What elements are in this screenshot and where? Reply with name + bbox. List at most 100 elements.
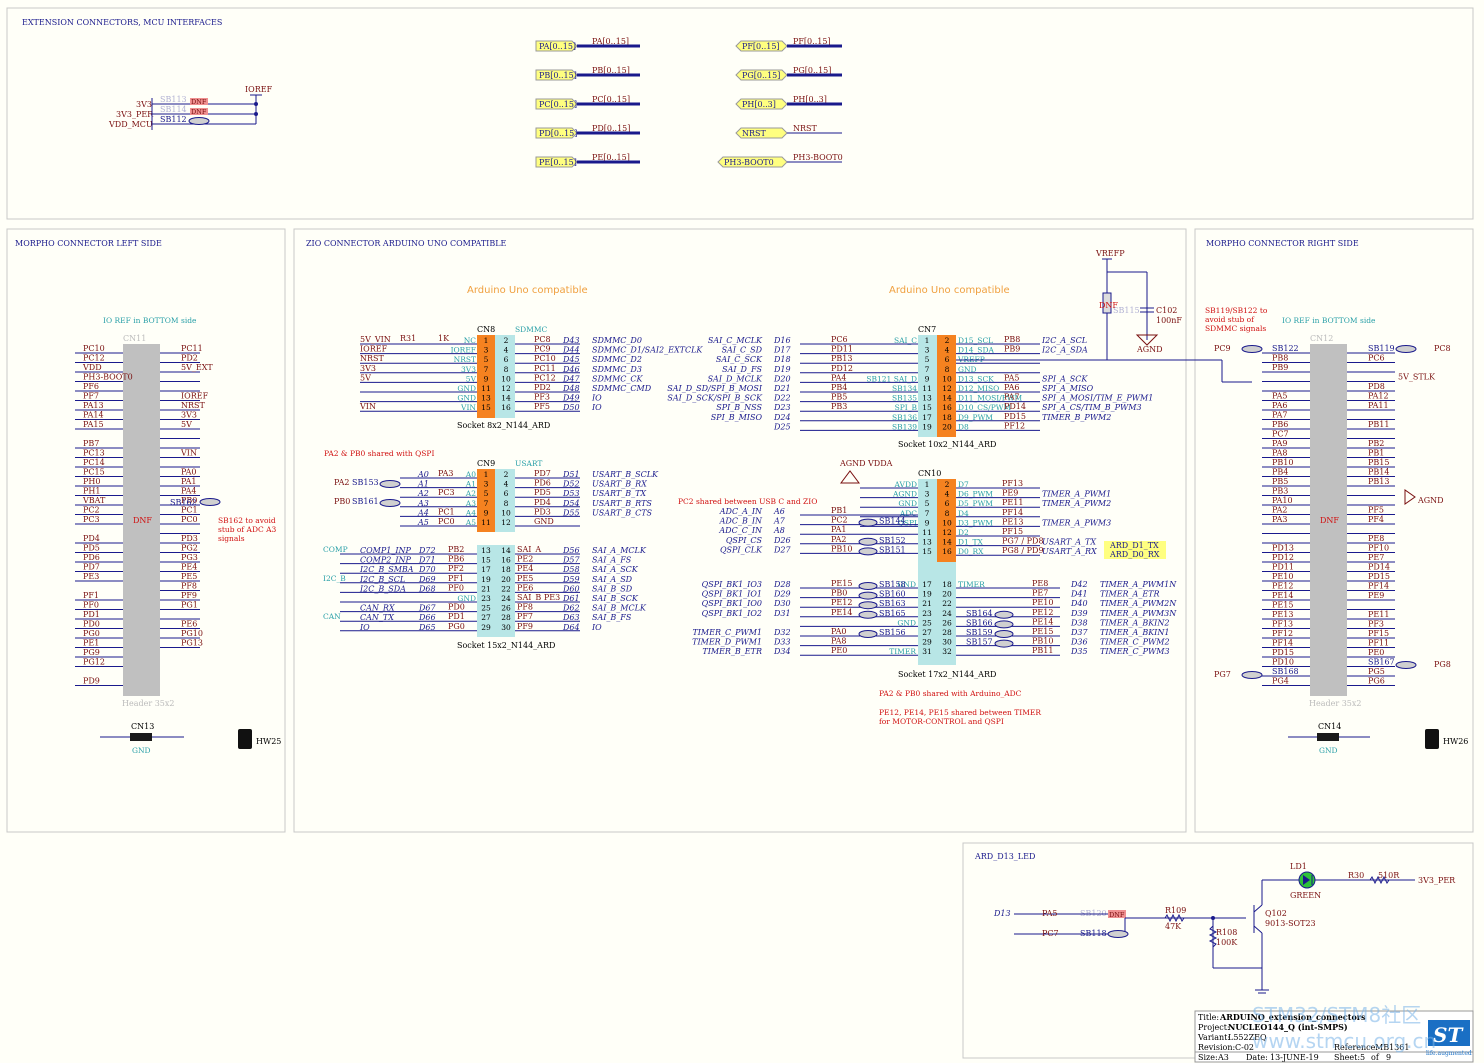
cn7-inner-left: SAI_C	[894, 336, 917, 345]
cn10-low-func-left: QSPI_BK1_IO3	[702, 580, 762, 589]
cn8-dnum: D49	[562, 394, 580, 403]
cn9-dnum: D53	[562, 489, 580, 498]
cn10-low-func-right: TIMER_A_PWM1N	[1100, 580, 1177, 589]
cn12-right-net: PB1	[1368, 449, 1384, 458]
cn8-ext-left: 5V_VIN	[360, 335, 391, 344]
cn9-pin-odd: 19	[481, 575, 491, 584]
cn12-right-net: SB167	[1368, 658, 1395, 667]
cn7-pin-odd: 13	[922, 394, 932, 403]
led-q102-part: 9013-SOT23	[1265, 919, 1316, 928]
cn9-low-func: I2C_B_SMBA	[359, 565, 414, 574]
cn10-a-left: A8	[773, 526, 785, 535]
cn8-ext-left: 3V3	[360, 364, 376, 373]
cn9-low-r-func: IO	[591, 623, 602, 632]
cn8-inner-left: NC	[464, 336, 477, 345]
cn8-inner-right: PC11	[534, 364, 556, 373]
cn10-low-sb-right: SB157	[966, 638, 993, 647]
cn10-inner-left-top: AGND	[892, 490, 917, 499]
st-logo-mark: ST	[1433, 1023, 1464, 1047]
cn8-inner-right: PC12	[534, 373, 556, 382]
cn10-func-left: QSPI_CS	[726, 536, 763, 545]
cn10-pin-odd: 21	[922, 599, 932, 608]
cn14-gnd: GND	[1319, 746, 1338, 755]
cn10-inner-right: D6_PWM	[958, 490, 993, 499]
led-pc7: PC7	[1042, 929, 1059, 938]
cn7-port-left: PD12	[831, 364, 853, 373]
cn7-func-right: SPI_A_CS/TIM_B_PWM3	[1042, 403, 1142, 412]
cn11-right-net: 5V	[181, 420, 192, 429]
cn9-pin-even: 26	[501, 604, 511, 613]
cn10-inner-left-top: GND	[898, 499, 917, 508]
cn11-right-net: PG13	[181, 639, 203, 648]
cn11-left-net: PB7	[83, 439, 99, 448]
cn9-pin-odd: 13	[481, 546, 491, 555]
cn10-func-left: ADC_A_IN	[719, 507, 763, 516]
cn9-pin-even: 30	[501, 623, 511, 632]
cn7-pin-odd: 19	[922, 422, 932, 431]
cn10-low-d-right: D39	[1070, 609, 1088, 618]
led-circuit: D13 PA5 PC7 SB120 DNF SB118 R109 47K R10…	[993, 862, 1456, 994]
cn12-left-net: PB8	[1272, 354, 1288, 363]
cn10-low-d-right: D37	[1070, 628, 1089, 637]
cn10-pin-even: 22	[942, 599, 952, 608]
cn9-pin-odd: 23	[481, 594, 491, 603]
cn9-low-func: COMP1_INP	[360, 546, 412, 555]
cn12-sb-note-3: SDMMC signals	[1205, 324, 1266, 333]
cn7-dnum-left: D19	[773, 365, 791, 374]
cn12-right-net: PF4	[1368, 515, 1384, 524]
cn9-low-r-func: SAI_A_MCLK	[592, 546, 647, 555]
cn9-pin-even: 6	[504, 489, 509, 498]
cn10-func-left: ADC_C_IN	[718, 526, 763, 535]
cn8-pin-odd: 9	[484, 374, 489, 383]
cn9-inner-right: PD3	[534, 507, 551, 516]
cn7-pin-odd: 7	[925, 365, 930, 374]
cn8-dnum: D44	[562, 346, 580, 355]
cn10-vdda: VDDA	[867, 459, 893, 468]
cn9-dnum: D52	[562, 480, 580, 489]
cn9-low-inner-right: SAI_A	[517, 545, 541, 554]
cn7-inner-left: SB139	[892, 422, 917, 431]
cn10-low-func-right: TIMER_A_BKIN1	[1100, 628, 1169, 637]
cn9-pin-even: 24	[501, 594, 511, 603]
cn10-low-sb-left: SB160	[879, 590, 906, 599]
cn11-left-net: PF1	[83, 591, 99, 600]
cn11-right-net: PD3	[181, 534, 198, 543]
cn7-port-right: PF12	[1004, 421, 1025, 430]
cn7-port-left: PC6	[831, 335, 848, 344]
cn12-pc9: PC9	[1214, 344, 1231, 353]
cn10-low-port-left: PE12	[831, 598, 852, 607]
cn9-group-i2c: I2C_B	[323, 574, 346, 583]
cn12-left-net: PD15	[1272, 648, 1294, 657]
cn10-port-right: PE13	[1002, 517, 1023, 526]
cn12-sb-note-2: avoid stub of	[1205, 315, 1255, 324]
cn9-inner-left: A5	[465, 518, 476, 527]
sb114: SB114	[160, 105, 187, 114]
cn10-low-inner-left: TIMER	[889, 647, 916, 656]
solder-bridge	[858, 518, 878, 527]
cn10-low-port-right: PE12	[1032, 608, 1053, 617]
cn11-sb162: SB162	[170, 498, 197, 507]
cn7-func-right: SPI_A_SCK	[1042, 374, 1088, 383]
cn7-func-right: SPI_A_MOSI/TIM_E_PWM1	[1042, 394, 1153, 403]
cn11-left-net: PC10	[83, 344, 105, 353]
vrefp-dnf: DNF	[1099, 301, 1118, 310]
cn8-ext-left: VIN	[359, 402, 376, 411]
cn12-ref: CN12	[1310, 334, 1333, 343]
cn10-pin-even: 2	[945, 480, 950, 489]
cn10-pin-even: 32	[942, 647, 952, 656]
cn12-io-note: IO REF in BOTTOM side	[1282, 316, 1376, 325]
cn12-right-net: PB15	[1368, 458, 1389, 467]
cn9-low-r-dnum: D64	[562, 623, 580, 632]
frame-morpho-right	[1194, 228, 1474, 833]
cn12-left-net: PA3	[1272, 515, 1288, 524]
net-vdd-mcu: VDD_MCU	[108, 120, 153, 129]
cn12-left-net: PB5	[1272, 477, 1288, 486]
cn10-low-d-left: D32	[773, 628, 791, 637]
cn10-pin-even: 10	[942, 518, 952, 527]
cn10-low-port-left: PE15	[831, 579, 852, 588]
cn10-func-right: USART_A_TX	[1042, 538, 1096, 547]
cn9-dnum: D55	[562, 508, 580, 517]
cn10-func-left: QSPI_CLK	[720, 545, 763, 554]
cn11-left-net: PD9	[83, 677, 100, 686]
cn9-pin-odd: 17	[481, 565, 491, 574]
